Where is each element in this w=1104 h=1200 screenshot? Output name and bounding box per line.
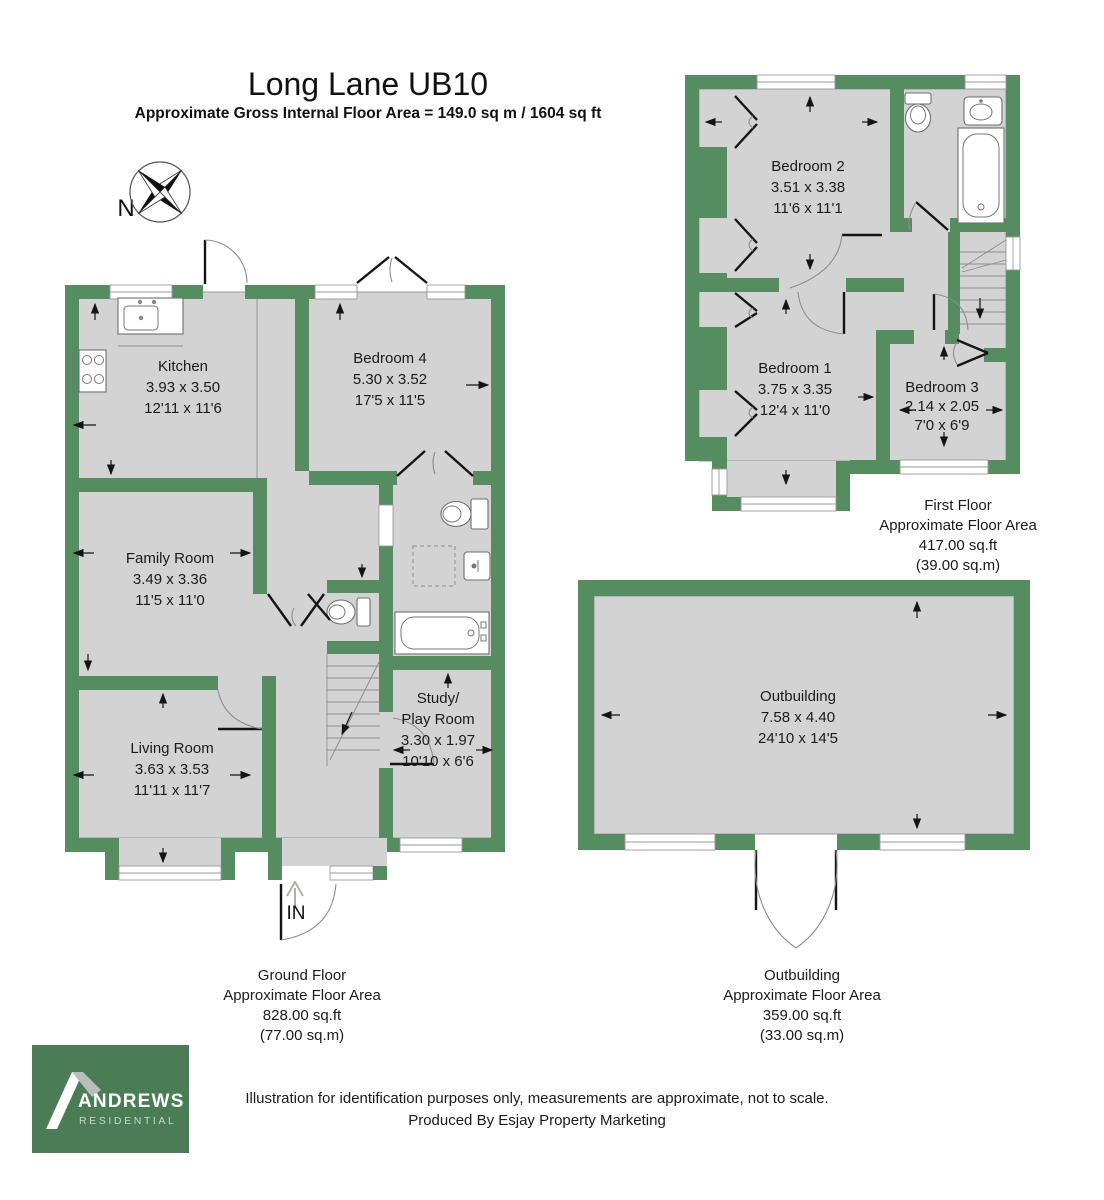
room-dims-metric: 3.63 x 3.53 bbox=[134, 761, 210, 778]
entrance-arrow-icon bbox=[286, 881, 304, 906]
logo-division-text: RESIDENTIAL bbox=[79, 1115, 177, 1127]
room-name: Family Room bbox=[125, 550, 215, 567]
bathtub-icon bbox=[394, 611, 490, 655]
floor-area-sqm: (77.00 sq.m) bbox=[259, 1027, 345, 1044]
disclaimer-text: Illustration for identification purposes… bbox=[245, 1090, 829, 1107]
floor-area-caption: Approximate Floor Area bbox=[879, 517, 1037, 534]
room-label-outbuilding: Outbuilding 7.58 x 4.40 24'10 x 14'5 bbox=[758, 686, 838, 749]
room-label-study-play-room: Study/ Play Room 3.30 x 1.97 10'10 x 6'6 bbox=[401, 688, 475, 772]
room-name: Play Room bbox=[401, 711, 475, 728]
room-dims-imperial: 24'10 x 14'5 bbox=[758, 730, 838, 747]
room-label-bedroom4: Bedroom 4 5.30 x 3.52 17'5 x 11'5 bbox=[353, 348, 427, 411]
stairs-first bbox=[960, 239, 1007, 325]
room-label-bedroom3: Bedroom 3 2.14 x 2.05 7'0 x 6'9 bbox=[905, 378, 979, 435]
room-label-kitchen: Kitchen 3.93 x 3.50 12'11 x 11'6 bbox=[144, 356, 222, 419]
room-name: Bedroom 4 bbox=[353, 350, 427, 367]
wardrobe-doors bbox=[734, 95, 989, 437]
room-label-bedroom1: Bedroom 1 3.75 x 3.35 12'4 x 11'0 bbox=[758, 358, 832, 421]
first-floor-toilet-icon bbox=[904, 92, 932, 133]
room-dims-metric: 7.58 x 4.40 bbox=[760, 709, 836, 726]
first-floor-bathtub-icon bbox=[957, 127, 1005, 224]
ground-floor-plan bbox=[65, 239, 505, 941]
room-name: Bedroom 3 bbox=[905, 379, 979, 396]
room-dims-metric: 2.14 x 2.05 bbox=[904, 398, 980, 415]
room-name: Outbuilding bbox=[760, 688, 836, 705]
page-subtitle: Approximate Gross Internal Floor Area = … bbox=[134, 105, 602, 122]
floor-name: Outbuilding bbox=[764, 967, 840, 984]
room-dims-imperial: 11'11 x 11'7 bbox=[133, 782, 211, 799]
stairs-ground bbox=[326, 654, 381, 766]
doors-ground bbox=[203, 239, 474, 941]
room-dims-imperial: 17'5 x 11'5 bbox=[354, 392, 426, 409]
first-floor-sink-icon bbox=[963, 96, 1003, 126]
room-label-bedroom2: Bedroom 2 3.51 x 3.38 11'6 x 11'1 bbox=[771, 156, 845, 219]
room-label-living-room: Living Room 3.63 x 3.53 11'11 x 11'7 bbox=[130, 738, 213, 801]
floor-area-sqft: 828.00 sq.ft bbox=[262, 1007, 342, 1024]
room-name: Living Room bbox=[130, 740, 214, 757]
outbuilding-doors bbox=[754, 849, 838, 949]
room-dims-metric: 3.75 x 3.35 bbox=[757, 381, 833, 398]
floor-area-caption: Approximate Floor Area bbox=[223, 987, 381, 1004]
producer-text: Produced By Esjay Property Marketing bbox=[408, 1112, 666, 1129]
room-dims-metric: 5.30 x 3.52 bbox=[352, 371, 428, 388]
floor-area-sqft: 359.00 sq.ft bbox=[762, 1007, 842, 1024]
floor-area-sqft: 417.00 sq.ft bbox=[918, 537, 998, 554]
ground-floor-area-label: Ground Floor Approximate Floor Area 828.… bbox=[223, 966, 381, 1046]
room-dims-metric: 3.93 x 3.50 bbox=[145, 379, 221, 396]
outbuilding-plan bbox=[578, 580, 1030, 949]
kitchen-sink-icon bbox=[117, 297, 184, 347]
first-floor-area-label: First Floor Approximate Floor Area 417.0… bbox=[879, 496, 1037, 576]
room-dims-imperial: 12'4 x 11'0 bbox=[759, 402, 831, 419]
room-dims-imperial: 7'0 x 6'9 bbox=[914, 417, 970, 434]
floor-area-sqm: (33.00 sq.m) bbox=[759, 1027, 845, 1044]
compass-rose-icon bbox=[129, 161, 191, 223]
room-dims-metric: 3.30 x 1.97 bbox=[400, 732, 476, 749]
room-dims-metric: 3.51 x 3.38 bbox=[770, 179, 846, 196]
floor-area-caption: Approximate Floor Area bbox=[723, 987, 881, 1004]
floor-name: Ground Floor bbox=[257, 967, 347, 984]
doors-first bbox=[789, 201, 969, 335]
room-dims-imperial: 12'11 x 11'6 bbox=[144, 400, 222, 417]
room-label-family-room: Family Room 3.49 x 3.36 11'5 x 11'0 bbox=[126, 548, 214, 611]
shower-area-icon bbox=[412, 545, 456, 587]
room-dims-imperial: 11'5 x 11'0 bbox=[135, 592, 205, 609]
bathroom-toilet-icon bbox=[440, 498, 489, 530]
room-dims-imperial: 11'6 x 11'1 bbox=[773, 200, 843, 217]
room-name: Study/ bbox=[416, 690, 460, 707]
logo-roof-icon bbox=[46, 1072, 101, 1129]
wc-toilet-icon bbox=[326, 597, 371, 627]
dimension-arrows-outbuilding bbox=[600, 600, 1008, 830]
kitchen-hob-icon bbox=[78, 349, 107, 393]
room-name: Kitchen bbox=[157, 358, 209, 375]
andrews-residential-logo: ANDREWS RESIDENTIAL bbox=[32, 1045, 189, 1153]
outbuilding-area-label: Outbuilding Approximate Floor Area 359.0… bbox=[723, 966, 881, 1046]
room-dims-imperial: 10'10 x 6'6 bbox=[402, 753, 474, 770]
room-name: Bedroom 2 bbox=[771, 158, 845, 175]
dimension-arrows-ground bbox=[72, 302, 494, 864]
floor-area-sqm: (39.00 sq.m) bbox=[915, 557, 1001, 574]
page-title: Long Lane UB10 bbox=[247, 66, 489, 102]
compass-north-label: N bbox=[117, 195, 135, 222]
room-name: Bedroom 1 bbox=[758, 360, 832, 377]
bathroom-sink-icon bbox=[463, 551, 491, 581]
dimension-arrows-first bbox=[704, 95, 1004, 486]
logo-brand-text: ANDREWS bbox=[78, 1091, 185, 1112]
floor-name: First Floor bbox=[924, 497, 992, 514]
entrance-label: IN bbox=[286, 903, 306, 924]
first-floor-plan bbox=[685, 74, 1021, 512]
room-dims-metric: 3.49 x 3.36 bbox=[132, 571, 208, 588]
